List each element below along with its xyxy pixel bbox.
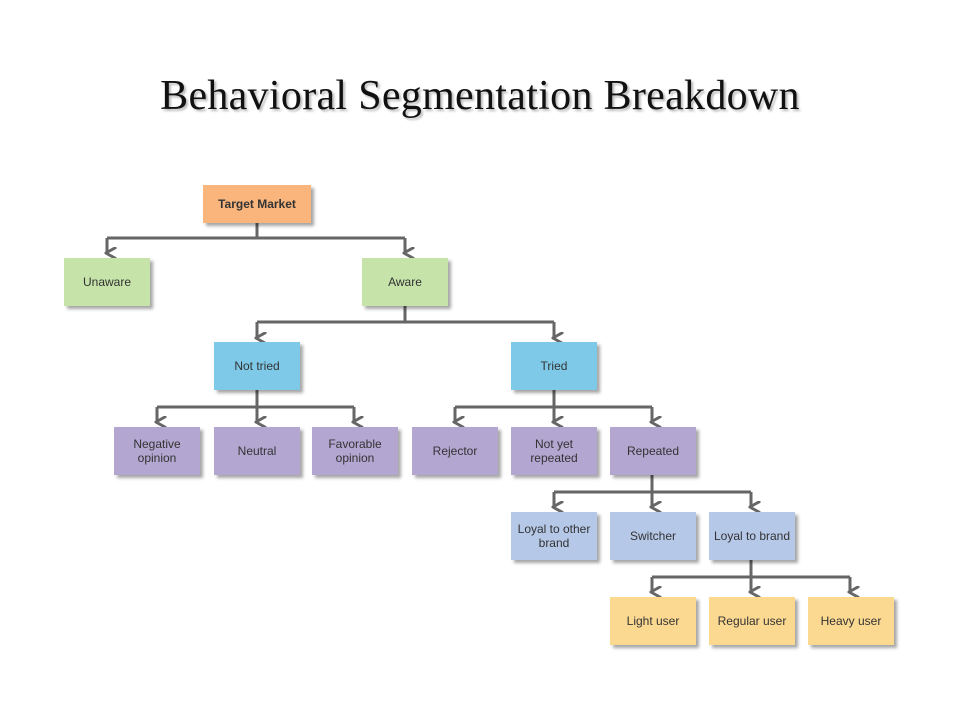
- node-loyal-other-brand: Loyal to other brand: [511, 512, 597, 560]
- node-label: Light user: [626, 614, 680, 628]
- node-label: Switcher: [629, 529, 676, 543]
- node-target-market: Target Market: [203, 185, 311, 223]
- node-label: Not yet repeated: [530, 437, 578, 465]
- node-favorable-opinion: Favorable opinion: [312, 427, 398, 475]
- node-unaware: Unaware: [64, 258, 150, 306]
- node-label: Negative opinion: [133, 437, 181, 465]
- node-not-yet-repeated: Not yet repeated: [511, 427, 597, 475]
- node-label: Not tried: [234, 359, 280, 373]
- node-label: Unaware: [82, 275, 132, 289]
- connector-target-market: [107, 222, 259, 240]
- page-title: Behavioral Segmentation Breakdown: [160, 73, 800, 119]
- node-repeated: Repeated: [610, 427, 696, 475]
- node-negative-opinion: Negative opinion: [114, 427, 200, 475]
- node-label: Neutral: [237, 444, 277, 458]
- node-label: Target Market: [218, 197, 296, 211]
- node-not-tried: Not tried: [214, 342, 300, 390]
- connector-aware: [257, 306, 407, 324]
- connector-tried: [455, 390, 556, 409]
- node-label: Favorable opinion: [328, 437, 382, 465]
- node-label: Repeated: [626, 444, 680, 458]
- node-heavy-user: Heavy user: [808, 597, 894, 645]
- connector-loyal-brand: [652, 560, 753, 579]
- node-aware: Aware: [362, 258, 448, 306]
- connector-not-tried: [157, 390, 259, 409]
- node-tried: Tried: [511, 342, 597, 390]
- node-label: Loyal to other brand: [517, 522, 591, 550]
- node-regular-user: Regular user: [709, 597, 795, 645]
- node-light-user: Light user: [610, 597, 696, 645]
- node-label: Regular user: [717, 614, 787, 628]
- node-label: Aware: [388, 275, 422, 289]
- connector-repeated: [554, 475, 654, 494]
- node-label: Heavy user: [820, 614, 882, 628]
- node-loyal-brand: Loyal to brand: [709, 512, 795, 560]
- node-rejector: Rejector: [412, 427, 498, 475]
- node-neutral: Neutral: [214, 427, 300, 475]
- node-switcher: Switcher: [610, 512, 696, 560]
- node-label: Rejector: [432, 444, 478, 458]
- node-label: Tried: [540, 359, 568, 373]
- node-label: Loyal to brand: [713, 529, 791, 543]
